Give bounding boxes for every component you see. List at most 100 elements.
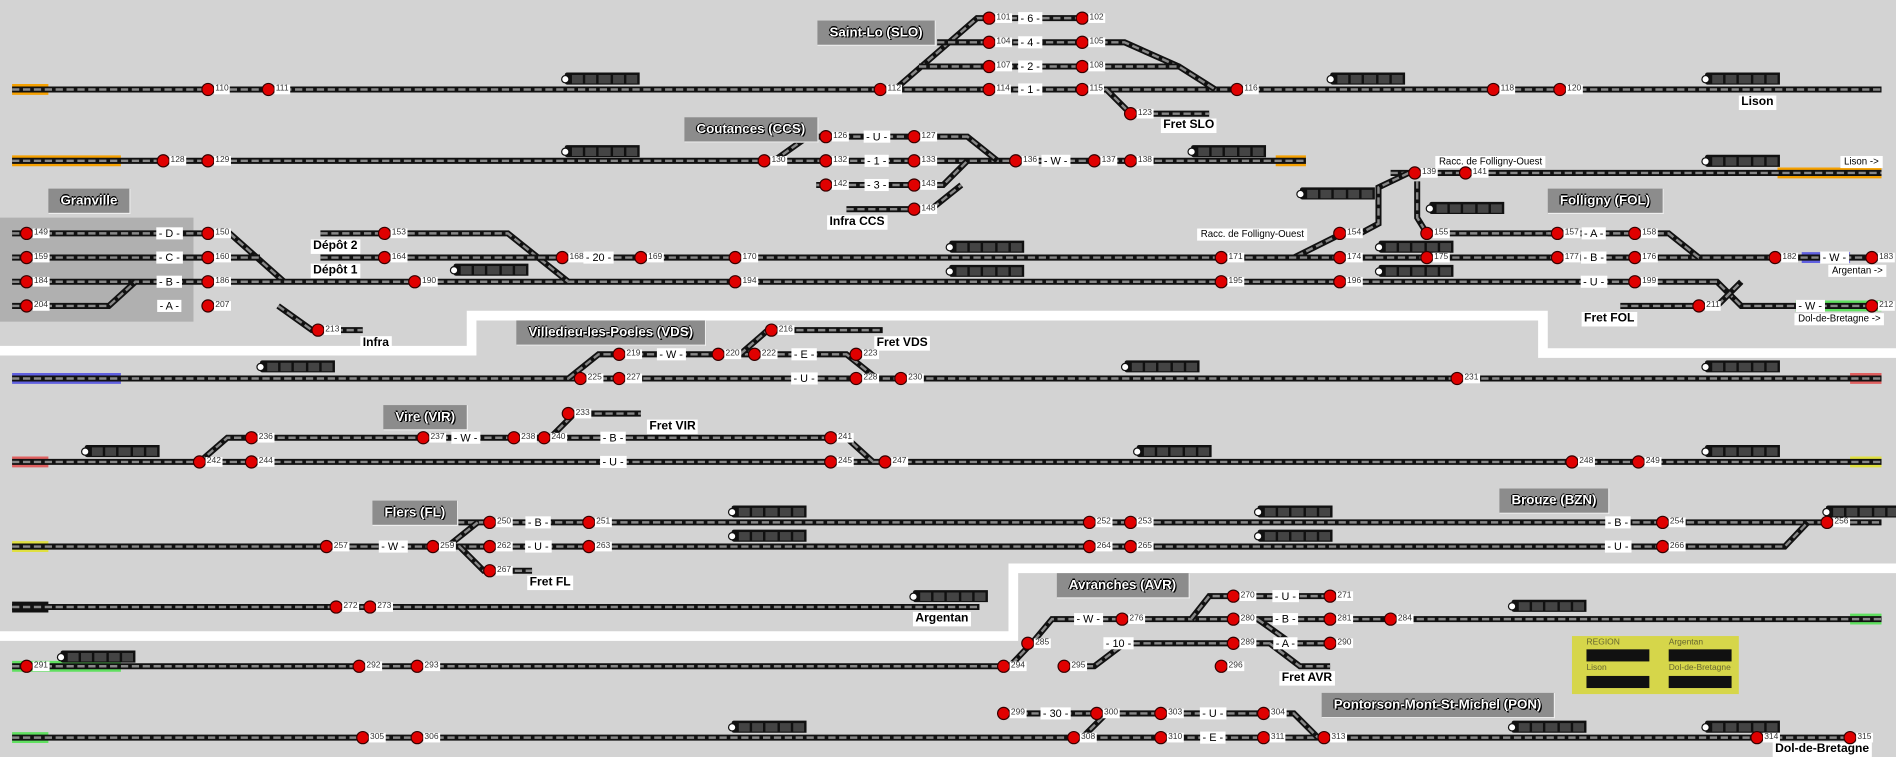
signal[interactable] bbox=[201, 250, 215, 265]
signal[interactable] bbox=[894, 371, 908, 386]
signal[interactable] bbox=[1021, 636, 1035, 650]
signal[interactable] bbox=[201, 154, 215, 168]
signal[interactable] bbox=[507, 431, 521, 445]
signal[interactable] bbox=[261, 82, 276, 97]
signal[interactable] bbox=[982, 35, 996, 49]
signal[interactable] bbox=[426, 539, 440, 554]
signal[interactable] bbox=[1865, 250, 1879, 265]
signal[interactable] bbox=[1075, 82, 1089, 97]
signal[interactable] bbox=[1230, 82, 1244, 97]
signal[interactable] bbox=[1843, 730, 1857, 745]
signal[interactable] bbox=[907, 129, 921, 144]
signal[interactable] bbox=[1550, 226, 1565, 241]
signal[interactable] bbox=[1333, 275, 1347, 289]
signal[interactable] bbox=[1323, 636, 1337, 650]
signal[interactable] bbox=[1550, 250, 1565, 265]
signal[interactable] bbox=[1333, 226, 1347, 241]
signal[interactable] bbox=[1655, 539, 1670, 554]
signal[interactable] bbox=[1628, 250, 1642, 265]
signal[interactable] bbox=[982, 11, 996, 25]
signal[interactable] bbox=[311, 323, 325, 337]
signal[interactable] bbox=[410, 659, 424, 673]
signal[interactable] bbox=[329, 600, 343, 614]
signal[interactable] bbox=[201, 82, 215, 97]
signal[interactable] bbox=[1123, 515, 1138, 530]
signal[interactable] bbox=[1226, 636, 1241, 650]
signal[interactable] bbox=[907, 202, 921, 216]
signal[interactable] bbox=[1090, 706, 1104, 721]
signal[interactable] bbox=[612, 371, 626, 386]
signal[interactable] bbox=[244, 431, 259, 445]
signal[interactable] bbox=[1057, 659, 1071, 673]
signal[interactable] bbox=[201, 275, 215, 289]
signal[interactable] bbox=[377, 226, 392, 241]
signal[interactable] bbox=[1154, 706, 1168, 721]
signal[interactable] bbox=[819, 154, 833, 168]
signal[interactable] bbox=[873, 82, 887, 97]
signal[interactable] bbox=[1450, 371, 1464, 386]
signal[interactable] bbox=[819, 129, 833, 144]
signal[interactable] bbox=[201, 299, 215, 313]
signal[interactable] bbox=[19, 250, 34, 265]
signal[interactable] bbox=[1333, 250, 1347, 265]
signal[interactable] bbox=[1628, 226, 1642, 241]
signal[interactable] bbox=[483, 564, 497, 578]
signal[interactable] bbox=[1115, 612, 1129, 626]
signal[interactable] bbox=[483, 539, 497, 554]
signal[interactable] bbox=[1820, 515, 1834, 530]
signal[interactable] bbox=[156, 154, 170, 168]
signal[interactable] bbox=[1553, 82, 1567, 97]
signal[interactable] bbox=[1655, 515, 1670, 530]
signal[interactable] bbox=[764, 323, 779, 337]
signal[interactable] bbox=[537, 431, 551, 445]
signal[interactable] bbox=[1768, 250, 1782, 265]
signal[interactable] bbox=[728, 250, 742, 265]
signal[interactable] bbox=[819, 178, 833, 192]
signal[interactable] bbox=[1383, 612, 1398, 626]
signal[interactable] bbox=[1256, 706, 1271, 721]
signal[interactable] bbox=[377, 250, 392, 265]
signal[interactable] bbox=[555, 250, 569, 265]
signal[interactable] bbox=[747, 347, 762, 361]
signal[interactable] bbox=[244, 455, 259, 469]
signal[interactable] bbox=[878, 455, 892, 469]
signal[interactable] bbox=[1075, 11, 1089, 25]
signal[interactable] bbox=[1631, 455, 1646, 469]
signal[interactable] bbox=[1082, 539, 1097, 554]
signal[interactable] bbox=[1154, 730, 1168, 745]
signal[interactable] bbox=[711, 347, 725, 361]
signal[interactable] bbox=[1214, 250, 1228, 265]
signal[interactable] bbox=[1214, 275, 1228, 289]
signal[interactable] bbox=[582, 515, 596, 530]
signal[interactable] bbox=[192, 455, 207, 469]
signal[interactable] bbox=[363, 600, 377, 614]
signal[interactable] bbox=[612, 347, 626, 361]
signal[interactable] bbox=[352, 659, 366, 673]
signal[interactable] bbox=[982, 59, 996, 74]
signal[interactable] bbox=[1486, 82, 1501, 97]
signal[interactable] bbox=[483, 515, 497, 530]
signal[interactable] bbox=[1692, 299, 1706, 313]
signal[interactable] bbox=[1075, 35, 1089, 49]
signal[interactable] bbox=[634, 250, 648, 265]
signal[interactable] bbox=[849, 371, 863, 386]
signal[interactable] bbox=[1082, 515, 1097, 530]
signal[interactable] bbox=[1628, 275, 1642, 289]
signal[interactable] bbox=[1323, 589, 1337, 603]
signal[interactable] bbox=[1865, 299, 1879, 313]
signal[interactable] bbox=[1420, 250, 1434, 265]
signal[interactable] bbox=[728, 275, 742, 289]
signal[interactable] bbox=[1075, 59, 1089, 74]
signal[interactable] bbox=[907, 178, 921, 192]
signal[interactable] bbox=[1458, 166, 1473, 180]
signal[interactable] bbox=[408, 275, 422, 289]
signal[interactable] bbox=[996, 706, 1011, 721]
signal[interactable] bbox=[996, 659, 1011, 673]
signal[interactable] bbox=[824, 455, 838, 469]
signal[interactable] bbox=[356, 730, 370, 745]
signal[interactable] bbox=[1214, 659, 1228, 673]
signal[interactable] bbox=[1750, 730, 1764, 745]
signal[interactable] bbox=[573, 371, 588, 386]
signal[interactable] bbox=[1087, 154, 1101, 168]
signal[interactable] bbox=[1123, 154, 1138, 168]
